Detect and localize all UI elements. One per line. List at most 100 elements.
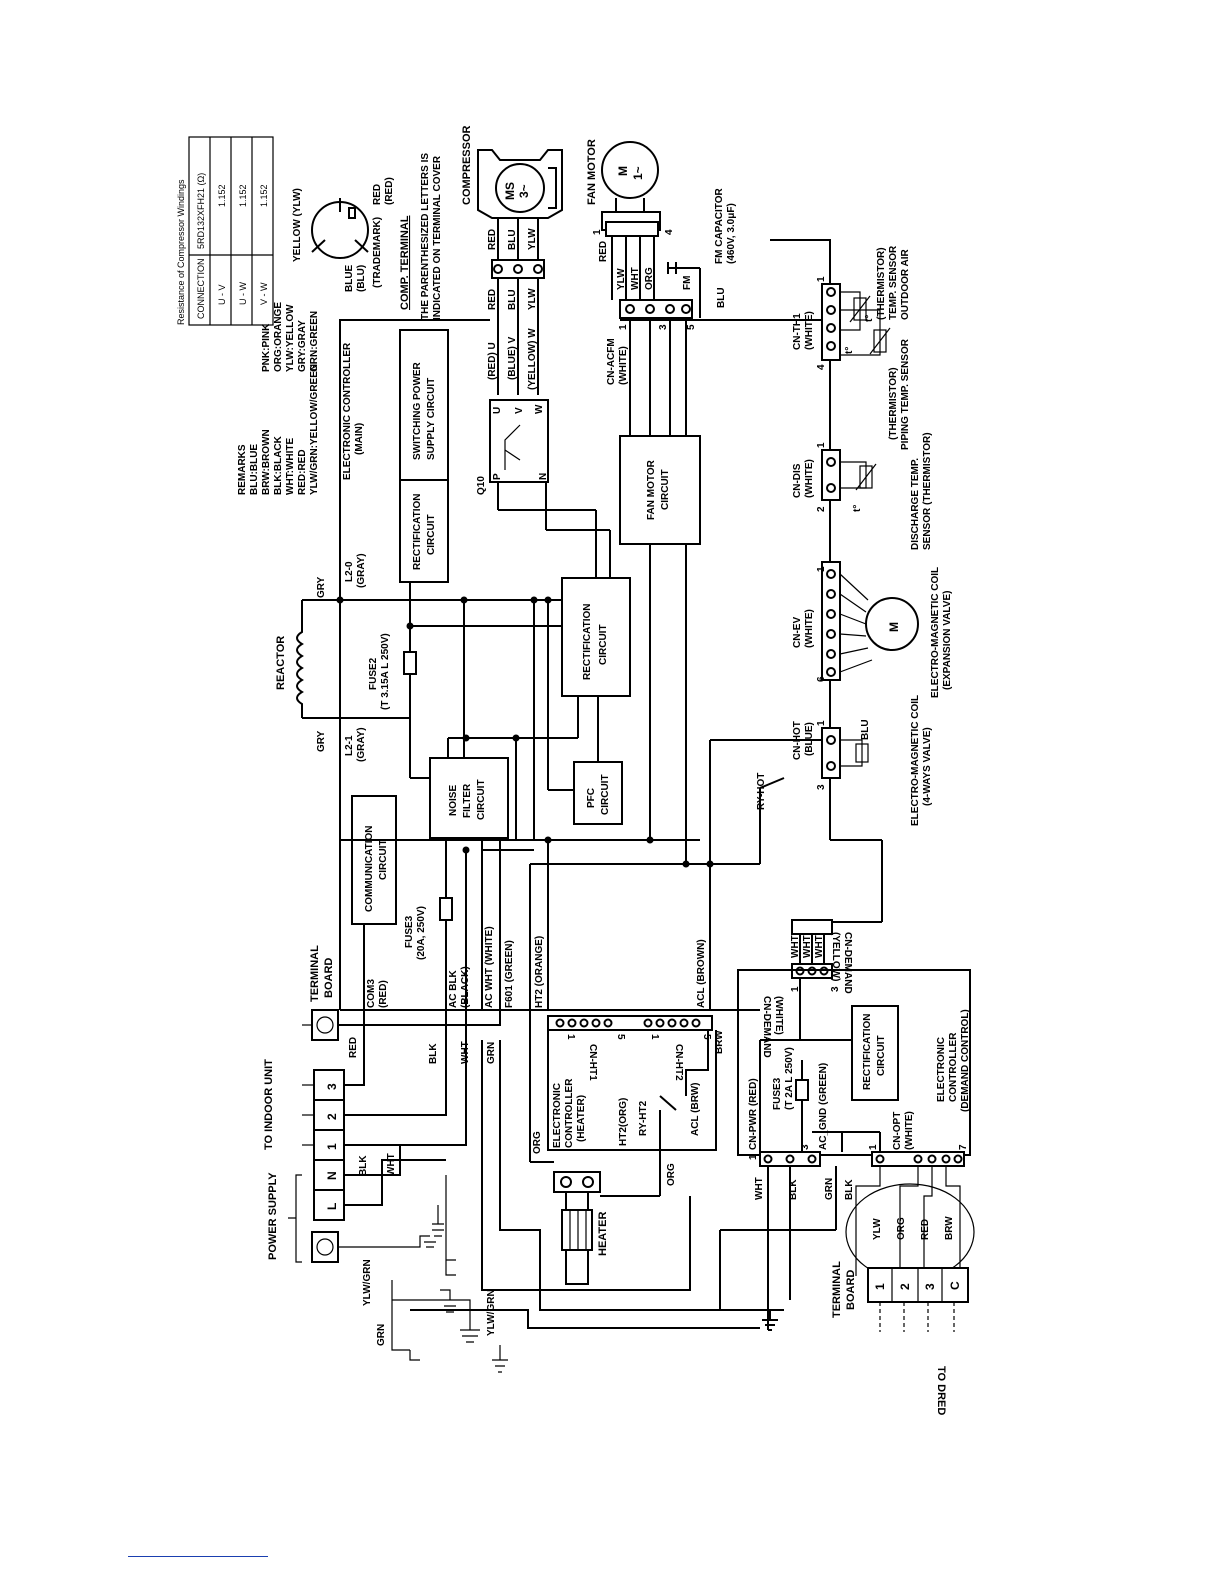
fm-blu-wire: BLU bbox=[716, 287, 727, 308]
fuse3b-rating: (T 2A L 250V) bbox=[784, 1047, 795, 1110]
cn-hot-connector bbox=[821, 727, 869, 779]
cn-ev-name: CN-EV bbox=[792, 617, 803, 648]
dred-key-3: 3 bbox=[923, 1283, 937, 1290]
q10-p: P bbox=[492, 473, 503, 480]
cn-ht2-pin-1: 1 bbox=[649, 1034, 660, 1040]
cn-demand-y-wire-2: WHT bbox=[802, 935, 813, 958]
table-cell: U - W bbox=[238, 282, 248, 305]
fuse3-rating: (20A, 250V) bbox=[416, 906, 427, 960]
footer-rule bbox=[128, 1556, 268, 1557]
wire-blk2-low: BLK bbox=[844, 1179, 855, 1200]
reactor-label: REACTOR bbox=[275, 636, 287, 690]
four-way-label-1: ELECTRO-MAGNETIC COIL bbox=[910, 695, 921, 826]
to-dred-label: TO DRED bbox=[935, 1366, 947, 1415]
ec-heater-boundary bbox=[547, 1030, 717, 1151]
rect1-label-2: CIRCUIT bbox=[426, 514, 437, 555]
expansion-valve-label-2: (EXPANSION VALVE) bbox=[942, 591, 953, 690]
rectification-block-1 bbox=[399, 479, 449, 583]
harness-red: RED bbox=[920, 1219, 931, 1240]
line-acwht: AC WHT (WHITE) bbox=[484, 926, 495, 1008]
noise-label-3: CIRCUIT bbox=[476, 779, 487, 820]
cn-acfm-sub: (WHITE) bbox=[618, 346, 629, 385]
rect2-label-1: RECTIFICATION bbox=[582, 604, 593, 680]
cn-ht-dots bbox=[555, 1018, 701, 1028]
heater-label: HEATER bbox=[597, 1212, 609, 1256]
cn-ev-motor-m: M bbox=[887, 622, 901, 632]
noise-label-1: NOISE bbox=[448, 785, 459, 816]
cn-pwr-pin-3: 3 bbox=[800, 1144, 811, 1150]
l2-0-sub: (GRAY) bbox=[356, 553, 367, 588]
cn-demand-w-name: CN-DEMAND bbox=[761, 996, 772, 1058]
ec-heater-l1: ELECTRONIC bbox=[552, 1083, 563, 1148]
cn-ht1-pin-5: 5 bbox=[615, 1034, 626, 1040]
outdoor-air-2: TEMP. SENSOR bbox=[888, 245, 899, 320]
cn-demand-y-wire-3: WHT bbox=[814, 935, 825, 958]
rect1-label-1: RECTIFICATION bbox=[412, 494, 423, 570]
cn-hot-blu: BLU bbox=[860, 719, 871, 740]
reactor-symbol bbox=[296, 599, 340, 719]
comp-terminal-red-p: (RED) bbox=[384, 177, 395, 205]
comm-label-1: COMMUNICATION bbox=[364, 826, 375, 912]
cn-demand-w-pin-1: 1 bbox=[790, 986, 801, 992]
dred-arrows bbox=[879, 1302, 955, 1332]
cn-demand-w-pin-3: 3 bbox=[830, 986, 841, 992]
comp-terminal-blue: BLUE bbox=[344, 264, 355, 292]
compressor-wire-ylw-2: YLW bbox=[527, 288, 538, 310]
fan-motor-1phase: 1~ bbox=[631, 166, 645, 180]
comp-terminal-title: COMP. TERMINAL bbox=[399, 215, 411, 310]
comp-terminal-symbol bbox=[311, 198, 369, 259]
cn-th1-pin-4: 4 bbox=[816, 364, 827, 370]
compressor-symbol bbox=[477, 149, 563, 279]
cn-th1-connector bbox=[821, 283, 891, 361]
cn-ev-connector bbox=[821, 561, 919, 681]
org-wire-1: ORG bbox=[532, 1131, 543, 1154]
cn-hot-pin-3: 3 bbox=[816, 784, 827, 790]
fm-capacitor-label: FM bbox=[682, 276, 693, 290]
compressor-wire-blu: BLU bbox=[507, 229, 518, 250]
ec-demand-l3: (DEMAND CONTROL) bbox=[960, 1009, 971, 1112]
q10-n: N bbox=[538, 473, 549, 480]
remarks-title: REMARKS bbox=[237, 444, 248, 495]
ec-heater-l2: CONTROLLER bbox=[564, 1078, 575, 1148]
table-header-connection: CONNECTION bbox=[196, 259, 206, 320]
cn-th1-pin-1: 1 bbox=[816, 276, 827, 282]
cn-ht2-name: CN-HT2 bbox=[673, 1044, 684, 1081]
cn-hot-pin-1: 1 bbox=[816, 720, 827, 726]
ry-ht2-switch bbox=[659, 1030, 709, 1150]
fan-circuit-label-1: FAN MOTOR bbox=[646, 459, 657, 520]
pfc-label-1: PFC bbox=[586, 788, 597, 808]
power-supply-label: POWER SUPPLY bbox=[267, 1172, 279, 1260]
compressor-title: COMPRESSOR bbox=[461, 125, 473, 205]
phase-w: (YELLOW) W bbox=[527, 328, 538, 390]
discharge-label-1: DISCHARGE TEMP. bbox=[910, 458, 921, 550]
line-ht2: HT2 (ORANGE) bbox=[534, 936, 545, 1008]
org-wire-2: ORG bbox=[666, 1163, 677, 1186]
q10-v: V bbox=[514, 407, 525, 414]
line-com3: COM3 bbox=[366, 979, 377, 1008]
noise-filter-block bbox=[429, 757, 509, 839]
fan-motor-pin-4: 4 bbox=[664, 229, 675, 235]
cn-th1-sub: (WHITE) bbox=[804, 311, 815, 350]
tb-main-l1: TERMINAL bbox=[309, 945, 321, 1002]
comp-terminal-red: RED bbox=[372, 184, 383, 205]
remarks-wht: WHT:WHITE bbox=[285, 437, 296, 495]
tb-key-1: 1 bbox=[325, 1143, 339, 1150]
fuse3b-symbol bbox=[795, 1079, 809, 1101]
main-wiring bbox=[336, 318, 760, 1011]
fan-motor-m: M bbox=[616, 166, 630, 176]
cn-demand-y-name: CN-DEMAND bbox=[842, 932, 853, 994]
noise-label-2: FILTER bbox=[462, 783, 473, 818]
rectification-block-3 bbox=[851, 1005, 899, 1101]
pfc-label-2: CIRCUIT bbox=[600, 774, 611, 815]
communication-block bbox=[351, 795, 397, 925]
rect3-label-1: RECTIFICATION bbox=[862, 1014, 873, 1090]
cn-dis-name: CN-DIS bbox=[792, 463, 803, 498]
cn-ht1-pin-1: 1 bbox=[565, 1034, 576, 1040]
main-terminal-wiring bbox=[288, 1010, 760, 1373]
cn-th1-t-2: t° bbox=[844, 347, 855, 354]
cn-pwr-acgnd: AC_GND (GREEN) bbox=[818, 1063, 829, 1150]
phase-v: (BLUE) V bbox=[507, 336, 518, 380]
fm-capacitor-title: FM CAPACITOR bbox=[714, 187, 725, 264]
remarks-ylw: YLW:YELLOW bbox=[285, 304, 296, 372]
cn-opt-pin-7: 7 bbox=[958, 1144, 969, 1150]
